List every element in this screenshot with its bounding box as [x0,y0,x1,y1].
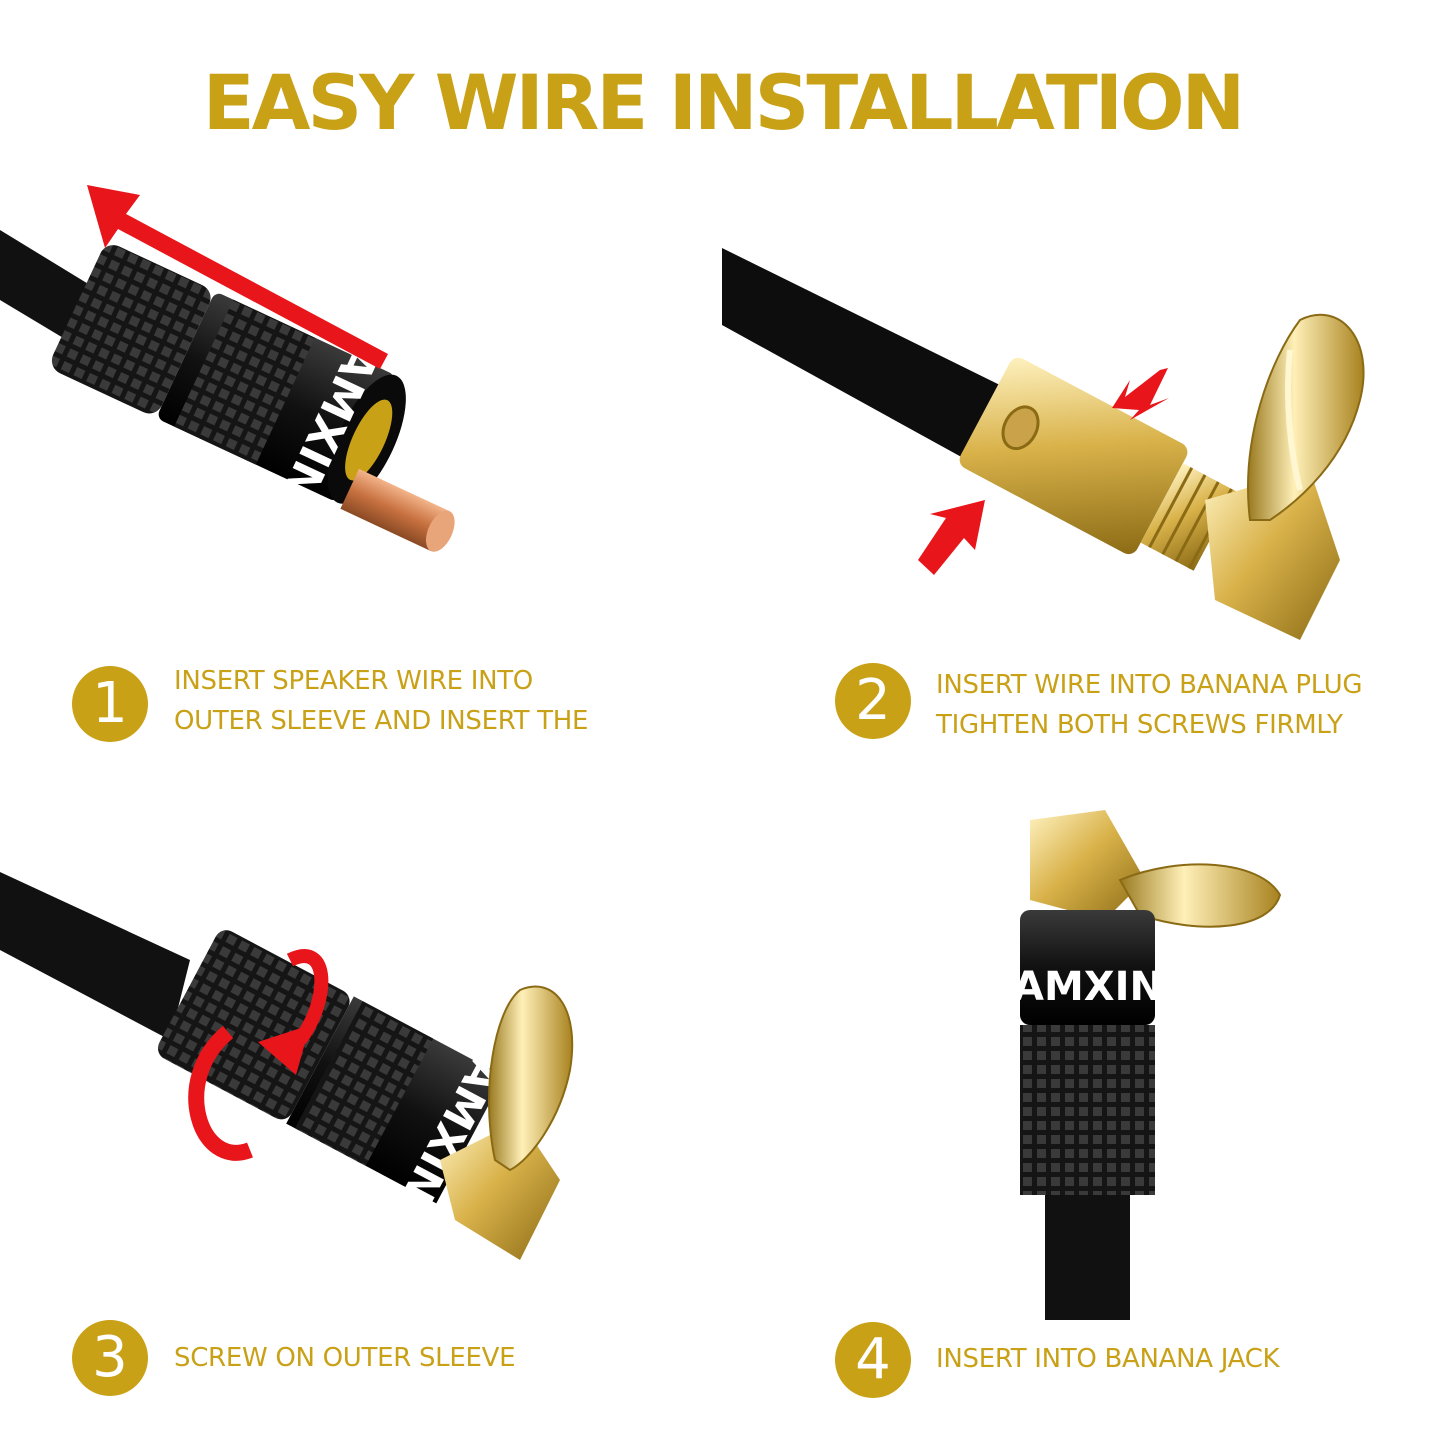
step-2-text: INSERT WIRE INTO BANANA PLUG TIGHTEN BOT… [936,665,1363,745]
brand-logo: AMXIN [1013,964,1163,1010]
step-1-line-1: INSERT SPEAKER WIRE INTO [174,666,533,696]
step-4-badge: 4 [835,1322,911,1398]
page-title: EASY WIRE INSTALLATION [202,58,1245,147]
step-3-badge: 3 [72,1320,148,1396]
step-2-badge: 2 [835,663,911,739]
arrow-screw-top-icon [1112,368,1169,420]
step-2-line-1: INSERT WIRE INTO BANANA PLUG [936,670,1363,700]
step-3-line-1: SCREW ON OUTER SLEEVE [174,1343,516,1373]
step-1-line-2: OUTER SLEEVE AND INSERT THE [174,706,589,736]
arrow-pull-icon [87,185,388,369]
step-2-line-2: TIGHTEN BOTH SCREWS FIRMLY [936,710,1343,740]
step-1-text: INSERT SPEAKER WIRE INTO OUTER SLEEVE AN… [174,661,588,741]
step-4-line-1: INSERT INTO BANANA JACK [936,1344,1280,1374]
step2-illustration [722,248,1365,640]
step3-illustration: AMXIN [0,872,574,1260]
step-4-text: INSERT INTO BANANA JACK [936,1339,1280,1379]
arrow-screw-bottom-icon [918,500,985,575]
step-1-badge: 1 [72,666,148,742]
rotate-arrow-icon [188,1025,253,1161]
step1-illustration: AMXIN [0,185,455,552]
step-3-text: SCREW ON OUTER SLEEVE [174,1338,516,1378]
step4-illustration: AMXIN [1013,810,1282,1320]
